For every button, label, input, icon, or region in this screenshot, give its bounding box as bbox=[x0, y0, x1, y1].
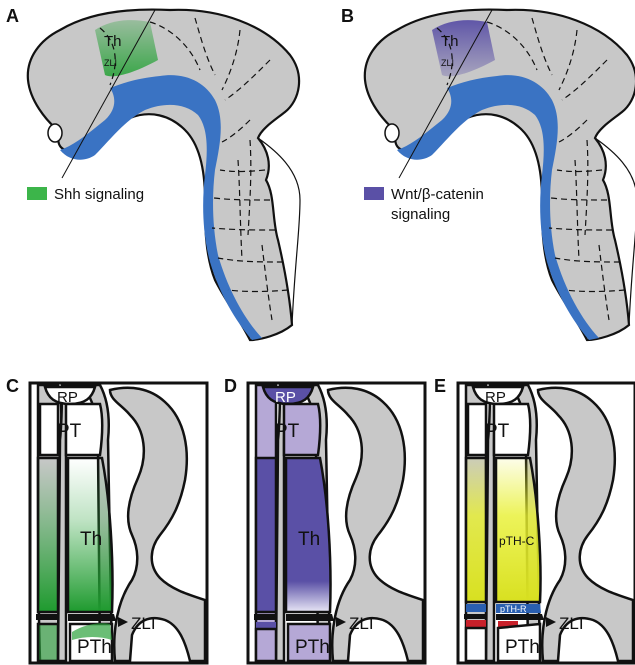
label-pt-d: PT bbox=[275, 421, 300, 442]
label-zli-c: ZLI bbox=[131, 614, 156, 633]
embryo-outline-b bbox=[365, 10, 635, 340]
panel-a: A Th ZLI S bbox=[6, 6, 300, 340]
th-left-c bbox=[38, 458, 58, 612]
zli-band-left-d bbox=[254, 614, 276, 620]
label-pth-c: PTh bbox=[77, 637, 112, 658]
th-left-d bbox=[256, 458, 276, 612]
label-pthc-e: pTH-C bbox=[499, 534, 535, 548]
label-zli-b: ZLI bbox=[441, 58, 454, 68]
label-pth-e: PTh bbox=[505, 637, 540, 658]
pth-left-e bbox=[466, 628, 486, 661]
panel-b: B Th ZLI Wnt/β-catenin signaling bbox=[341, 6, 635, 340]
label-th-d: Th bbox=[298, 529, 320, 550]
zli-band-e bbox=[496, 614, 544, 620]
zli-band-left-e bbox=[464, 614, 486, 619]
label-pt-c: PT bbox=[57, 421, 82, 442]
zli-band-c bbox=[68, 614, 116, 621]
eye-a bbox=[48, 124, 62, 142]
label-th-a: Th bbox=[104, 33, 122, 50]
zli-wnt-left-d bbox=[256, 622, 276, 628]
zli-band-d bbox=[286, 614, 334, 621]
label-th-b: Th bbox=[441, 33, 459, 50]
label-th-c: Th bbox=[80, 529, 102, 550]
label-rp-e: RP bbox=[485, 389, 506, 406]
zli-band-left-c bbox=[36, 614, 58, 620]
th-left-e bbox=[466, 458, 486, 602]
pth-left-c bbox=[38, 624, 58, 661]
eye-b bbox=[385, 124, 399, 142]
label-pth-d: PTh bbox=[295, 637, 330, 658]
pthr-left-e bbox=[466, 604, 486, 612]
red-left-e bbox=[466, 620, 486, 627]
legend-label-shh: Shh signaling bbox=[54, 186, 144, 203]
legend-swatch-wnt bbox=[364, 187, 384, 200]
label-zli-a: ZLI bbox=[104, 58, 117, 68]
label-zli-e: ZLI bbox=[559, 614, 584, 633]
embryo-outline-a bbox=[28, 10, 299, 340]
legend-label-wnt-1: Wnt/β-catenin bbox=[391, 186, 484, 203]
panel-e-letter: E bbox=[434, 376, 446, 396]
panel-c-letter: C bbox=[6, 376, 19, 396]
panel-d-letter: D bbox=[224, 376, 237, 396]
label-rp-d: RP bbox=[275, 389, 296, 406]
panel-c: C RP PT Th PTh ZLI bbox=[6, 376, 207, 663]
label-pt-e: PT bbox=[485, 421, 510, 442]
panel-b-letter: B bbox=[341, 6, 354, 26]
label-rp-c: RP bbox=[57, 389, 78, 406]
panel-e: E RP PT pTH-C pTH-R PTh ZLI bbox=[434, 376, 635, 663]
legend-swatch-shh bbox=[27, 187, 47, 200]
panel-a-letter: A bbox=[6, 6, 19, 26]
pth-left-d bbox=[256, 629, 276, 661]
th-main-e bbox=[496, 458, 541, 602]
label-pthr-e: pTH-R bbox=[500, 604, 527, 614]
label-zli-d: ZLI bbox=[349, 614, 374, 633]
panel-d: D RP PT Th PTh ZLI bbox=[224, 376, 425, 663]
legend-label-wnt-2: signaling bbox=[391, 206, 450, 223]
